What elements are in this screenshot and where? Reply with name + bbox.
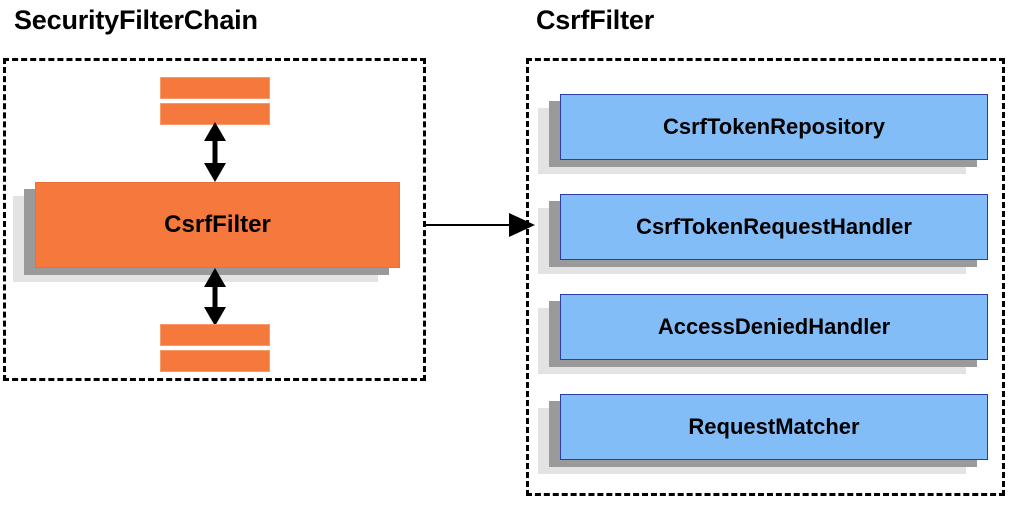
component-face: CsrfTokenRequestHandler	[560, 194, 988, 260]
component-face: CsrfTokenRepository	[560, 94, 988, 160]
panel-connector-arrow	[425, 212, 535, 238]
chain-link-arrow-below	[200, 268, 230, 326]
collaborator-label: RequestMatcher	[688, 414, 860, 439]
chain-link-arrow-above	[200, 122, 230, 182]
collaborator-label: AccessDeniedHandler	[657, 314, 891, 339]
filter-bar-above-1	[160, 77, 270, 99]
collaborator-label: CsrfTokenRequestHandler	[636, 214, 912, 239]
collaborator-label: CsrfTokenRepository	[662, 114, 886, 139]
filter-bar-below-2	[160, 350, 270, 372]
csrf-filter-detail-panel	[526, 58, 1005, 496]
csrf-filter-label: CsrfFilter	[164, 211, 271, 238]
right-panel-title: CsrfFilter	[536, 5, 655, 35]
component-face: AccessDeniedHandler	[560, 294, 988, 360]
component-face: RequestMatcher	[560, 394, 988, 460]
component-face: CsrfFilter	[35, 182, 400, 268]
left-panel-title: SecurityFilterChain	[14, 5, 258, 35]
security-filter-chain-panel	[3, 58, 426, 381]
filter-bar-below-1	[160, 324, 270, 346]
